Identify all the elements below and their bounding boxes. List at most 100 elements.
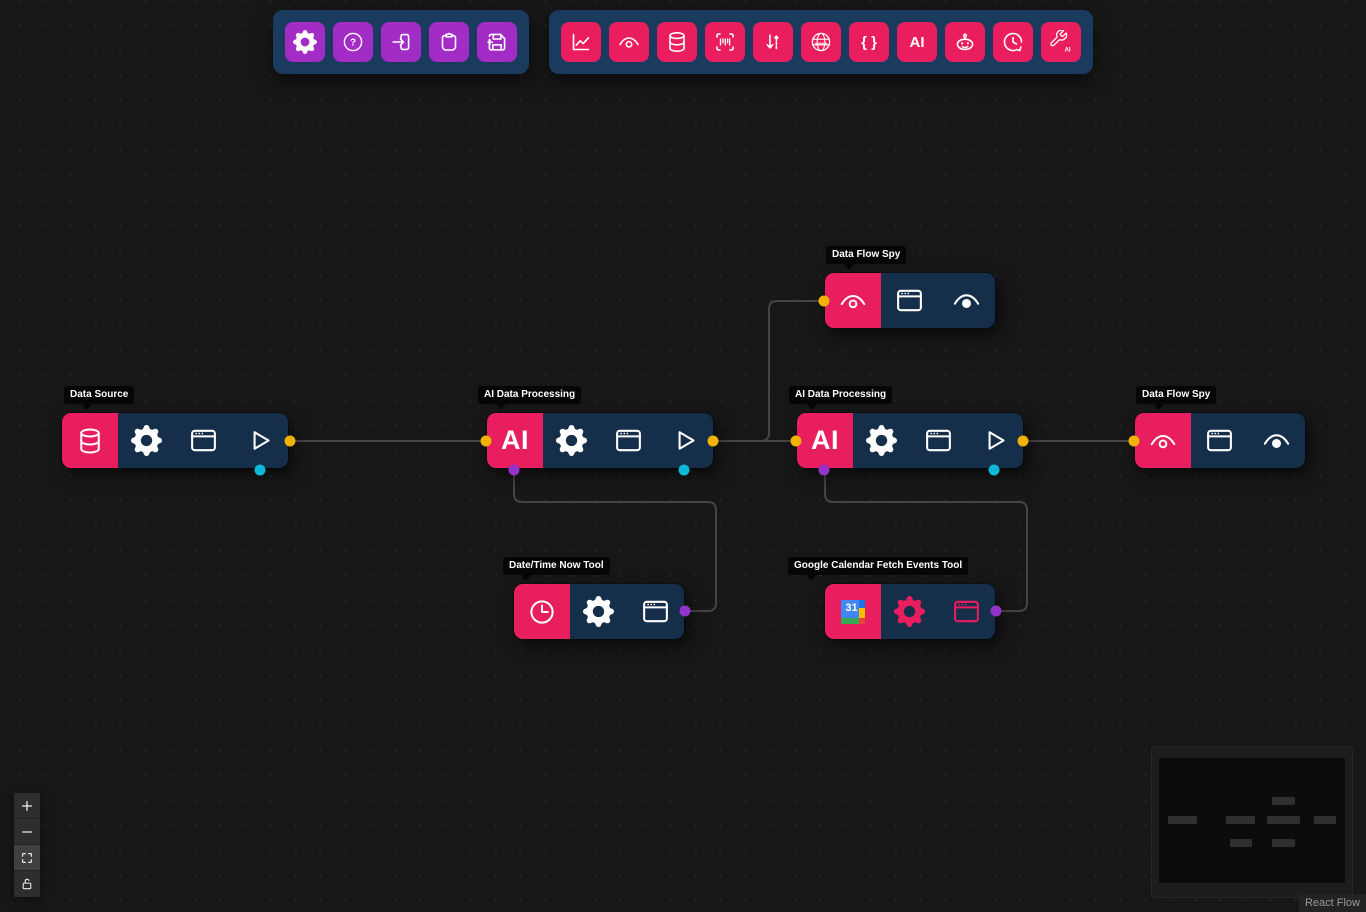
gear-button[interactable] [853,413,910,468]
node-actions [881,584,995,639]
node-accent [514,584,570,639]
ai-data-processing-1-tool-handle[interactable] [678,464,690,476]
node-accent [1135,413,1191,468]
window-button[interactable] [175,413,232,468]
window-button[interactable] [881,273,938,328]
eye-icon [619,37,639,48]
save-flow-button[interactable] [477,22,517,62]
add-barcode-node-button[interactable] [705,22,745,62]
toolbar-left: ? [273,10,529,74]
ai-label: AI [501,425,529,455]
data-source-tool-handle[interactable] [254,464,266,476]
plus-icon [21,800,33,811]
data-source-node[interactable]: Data Source [62,386,288,468]
eye-filled-icon [1263,434,1290,448]
minimap-node [1168,816,1197,824]
zoom-out-button[interactable] [14,819,40,845]
database-icon [669,31,685,52]
minimap-node [1314,816,1336,824]
clipboard-icon [441,32,457,51]
gear-icon [583,596,614,627]
ai-data-processing-1-input-handle[interactable] [480,435,492,447]
eye-filled-button[interactable] [938,273,995,328]
ai-data-processing-2-output-handle[interactable] [1017,435,1029,447]
play-icon [253,431,270,450]
ai-data-processing-2-tool-handle[interactable] [988,464,1000,476]
data-flow-spy-2-node[interactable]: Data Flow Spy [1135,386,1305,468]
clipboard-button[interactable] [429,22,469,62]
add-spy-node-button[interactable] [609,22,649,62]
node-label: AI Data Processing [478,386,582,410]
add-ai-node-button[interactable]: AI [897,22,937,62]
minus-icon [21,830,33,833]
save-icon [487,33,506,51]
sort-arrows-icon [766,34,780,50]
data-flow-spy-2-input-handle[interactable] [1128,435,1140,447]
add-sort-node-button[interactable] [753,22,793,62]
eye-filled-icon [953,294,980,308]
datetime-now-tool-tool-output-handle[interactable] [679,605,691,617]
add-schedule-node-button[interactable] [993,22,1033,62]
settings-button[interactable] [285,22,325,62]
play-button[interactable] [966,413,1023,468]
help-button[interactable]: ? [333,22,373,62]
add-chart-node-button[interactable] [561,22,601,62]
window-icon [615,429,641,452]
gear-button[interactable] [881,584,938,639]
clock-history-icon [1003,32,1023,52]
play-button[interactable] [231,413,288,468]
node-accent: 31 [825,584,881,639]
window-button[interactable] [938,584,995,639]
node-actions [853,413,1023,468]
node-actions [881,273,995,328]
ai-data-processing-2-input-handle[interactable] [790,435,802,447]
clock-icon [530,599,554,624]
minimap-node [1226,816,1255,824]
window-button[interactable] [600,413,657,468]
ai-label: AI [909,33,925,51]
data-source-output-handle[interactable] [284,435,296,447]
gear-icon [293,30,317,54]
minimap[interactable] [1152,747,1352,897]
zoom-controls [14,793,40,897]
data-flow-spy-1-node[interactable]: Data Flow Spy [825,246,995,328]
node-actions [1191,413,1305,468]
add-json-node-button[interactable]: { } [849,22,889,62]
window-button[interactable] [1191,413,1248,468]
gear-button[interactable] [118,413,175,468]
toggle-interactivity-button[interactable] [14,871,40,897]
gear-icon [865,425,897,456]
gear-button[interactable] [570,584,627,639]
ai-data-processing-1-tool-input-handle[interactable] [508,464,520,476]
node-actions [118,413,288,468]
eye-filled-button[interactable] [1248,413,1305,468]
ai-data-processing-1-output-handle[interactable] [707,435,719,447]
play-icon [988,431,1005,450]
ai-data-processing-2-tool-input-handle[interactable] [818,464,830,476]
window-icon [925,429,951,452]
minimap-node [1230,839,1252,847]
add-web-node-button[interactable]: www [801,22,841,62]
play-button[interactable] [656,413,713,468]
zoom-in-button[interactable] [14,793,40,819]
window-button[interactable] [910,413,967,468]
gear-button[interactable] [543,413,600,468]
eye-icon [1150,434,1176,448]
window-button[interactable] [627,584,684,639]
add-bot-node-button[interactable] [945,22,985,62]
datetime-now-tool-node[interactable]: Date/Time Now Tool [503,557,684,639]
add-data-source-node-button[interactable] [657,22,697,62]
google-calendar-fetch-events-tool-tool-output-handle[interactable] [990,605,1002,617]
fit-view-button[interactable] [14,845,40,871]
play-icon [678,431,695,450]
help-icon: ? [343,32,363,52]
window-icon [190,429,216,452]
unlock-icon [22,878,32,890]
import-flow-button[interactable] [381,22,421,62]
add-ai-tool-node-button[interactable]: AI [1041,22,1081,62]
data-flow-spy-1-input-handle[interactable] [818,295,830,307]
